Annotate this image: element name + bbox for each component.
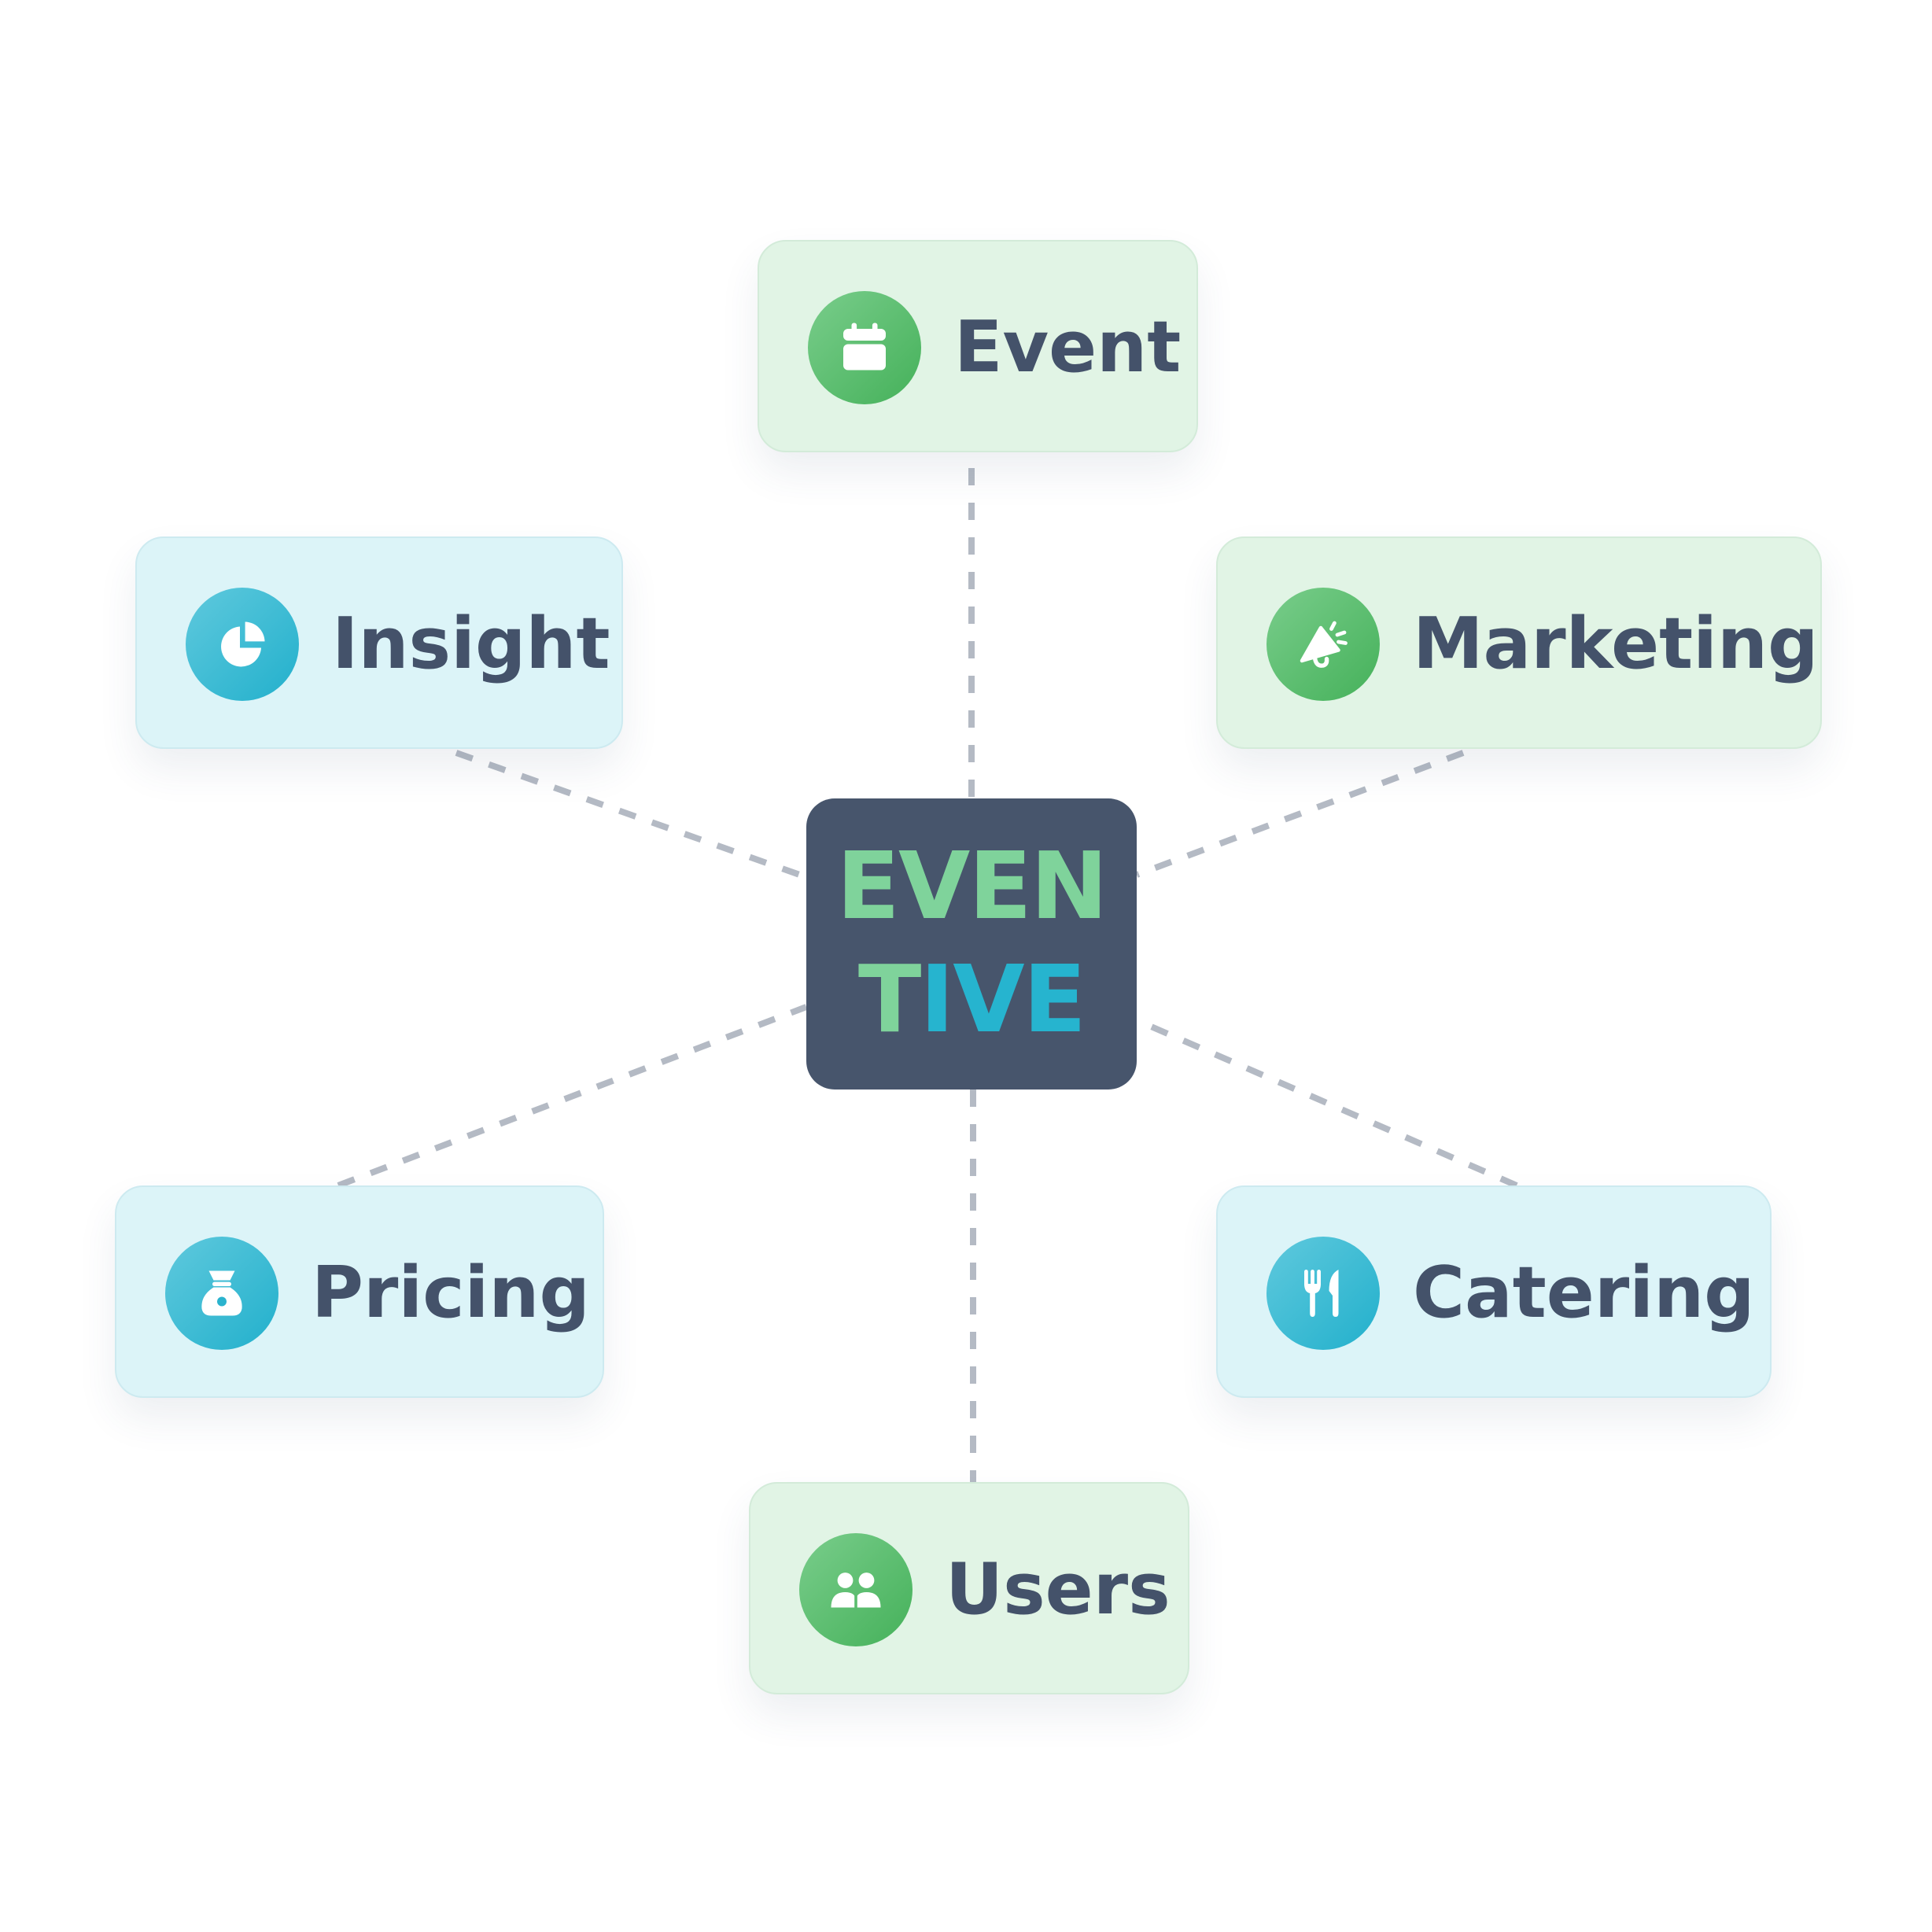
- utensils-icon: [1266, 1237, 1380, 1350]
- logo-line-2: TIVE: [858, 953, 1086, 1045]
- connector-marketing: [1135, 750, 1465, 878]
- node-marketing: Marketing: [1216, 536, 1822, 749]
- node-label-catering: Catering: [1413, 1252, 1755, 1334]
- node-label-event: Event: [954, 306, 1182, 389]
- connector-insight: [455, 750, 808, 880]
- node-insight: Insight: [135, 536, 623, 749]
- node-pricing: Pricing: [115, 1185, 604, 1398]
- logo-line-2-part-2: IVE: [920, 945, 1086, 1053]
- node-label-marketing: Marketing: [1413, 603, 1819, 685]
- node-users: Users: [749, 1482, 1189, 1694]
- node-label-users: Users: [946, 1548, 1171, 1631]
- connector-pricing: [337, 1004, 808, 1189]
- node-label-pricing: Pricing: [312, 1252, 590, 1334]
- node-catering: Catering: [1216, 1185, 1772, 1398]
- connector-catering: [1135, 1017, 1518, 1189]
- logo-line-2-part-1: T: [857, 945, 921, 1053]
- node-label-insight: Insight: [332, 603, 610, 685]
- calendar-icon: [808, 291, 921, 404]
- node-event: Event: [758, 240, 1198, 452]
- megaphone-icon: [1266, 588, 1380, 701]
- money-bag-icon: [165, 1237, 278, 1350]
- logo-line-1: EVEN: [836, 831, 1108, 940]
- pie-chart-icon: [186, 588, 299, 701]
- users-icon: [799, 1533, 913, 1646]
- eventive-logo-hub: EVEN TIVE: [806, 798, 1137, 1090]
